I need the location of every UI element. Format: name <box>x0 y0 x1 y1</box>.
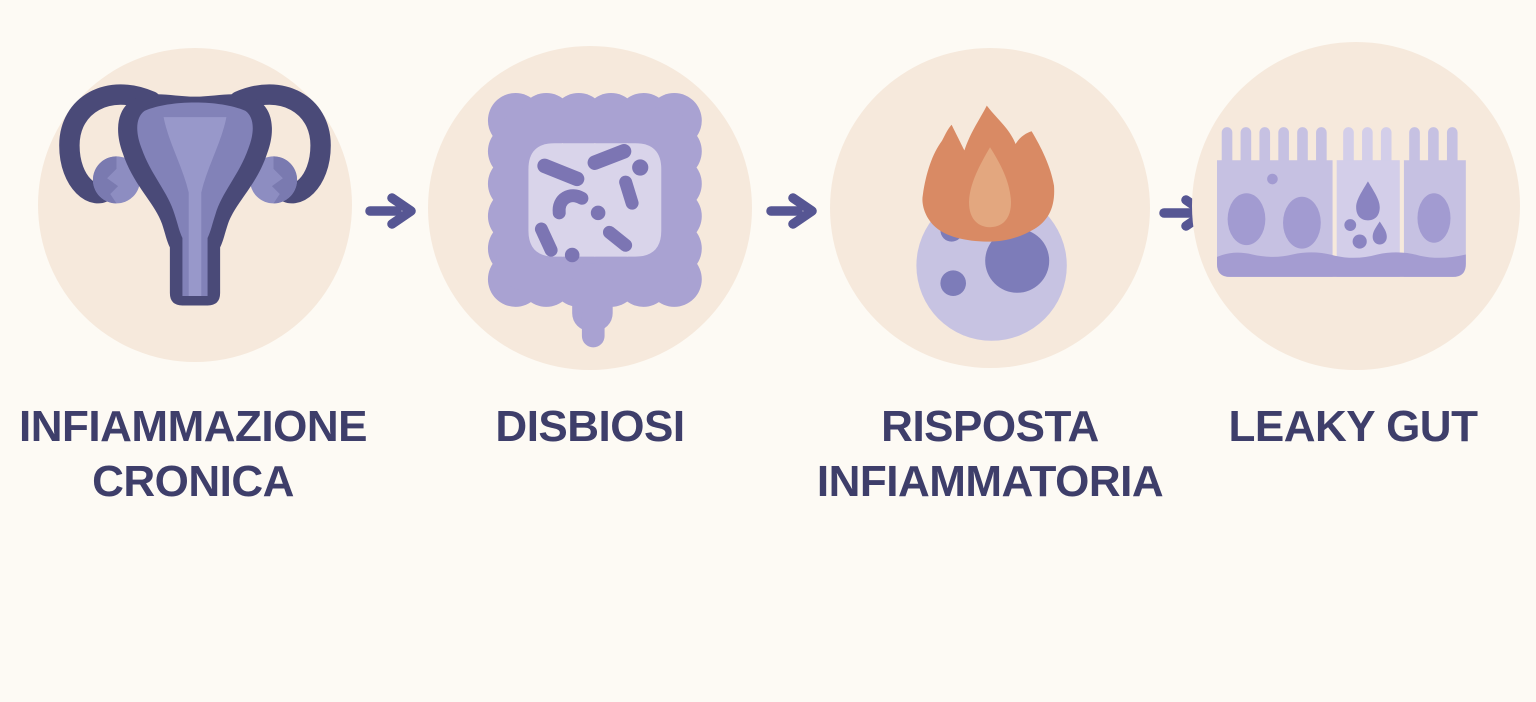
step-leaky-gut: LEAKY GUT <box>1158 0 1536 702</box>
inflamed-cell-fire-icon <box>916 105 1067 341</box>
icon-circle <box>38 48 352 362</box>
label-line: CRONICA <box>92 457 294 506</box>
label-line: LEAKY GUT <box>1228 402 1478 451</box>
leaky-gut-wall-icon <box>1217 127 1466 277</box>
icon-circle <box>1192 42 1520 370</box>
label-line: DISBIOSI <box>495 402 685 451</box>
step-label: INFIAMMAZIONE CRONICA <box>0 399 388 509</box>
label-line: INFIAMMAZIONE <box>19 402 367 451</box>
step-label: LEAKY GUT <box>1158 399 1536 454</box>
step-infiammazione-cronica: INFIAMMAZIONE CRONICA <box>0 0 388 702</box>
step-label: RISPOSTA INFIAMMATORIA <box>795 399 1185 509</box>
step-disbiosi: DISBIOSI <box>395 0 785 702</box>
icon-circle <box>830 48 1150 368</box>
icon-circle <box>428 46 752 370</box>
arrow-right-icon <box>766 193 817 229</box>
arrow-right-icon <box>365 193 416 229</box>
gut-microbiome-icon <box>487 92 702 348</box>
uterus-icon <box>59 84 331 306</box>
step-risposta-infiammatoria: RISPOSTA INFIAMMATORIA <box>795 0 1185 702</box>
label-line: RISPOSTA <box>881 402 1099 451</box>
step-label: DISBIOSI <box>395 399 785 454</box>
label-line: INFIAMMATORIA <box>816 457 1164 506</box>
